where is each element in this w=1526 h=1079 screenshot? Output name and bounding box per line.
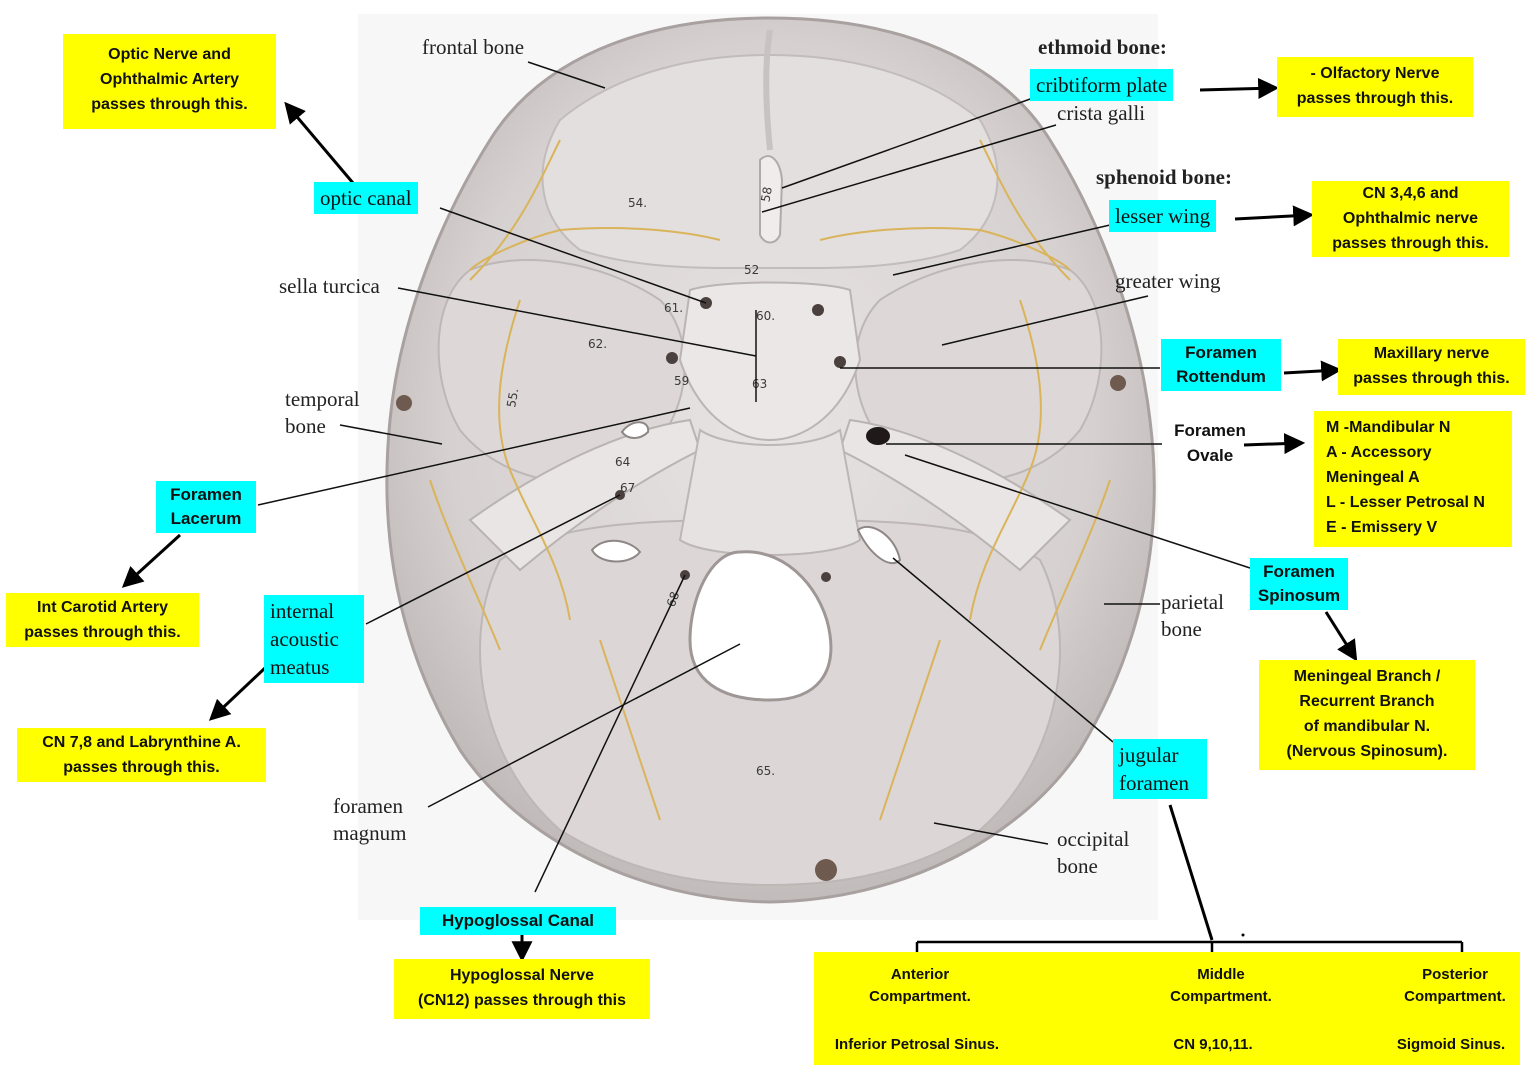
highlight-lesser-wing: lesser wing [1109,200,1217,232]
optic-canal-right-hole [812,304,824,316]
petrous-ridge-right [838,418,1072,572]
label-frontal-bone: frontal bone [422,35,525,59]
compartment-posterior-content: Sigmoid Sinus. [1396,1036,1506,1053]
label-foramen-ovale: Foramen Ovale [1174,421,1246,465]
note-acoustic: CN 7,8 and Labrynthine A. passes through… [17,728,266,782]
highlight-foramen-spinosum: Foramen Spinosum [1250,558,1348,610]
label-parietal-bone: parietal bone [1161,590,1224,641]
highlight-foramen-rotundum: Foramen Rottendum [1161,339,1281,391]
highlight-hypoglossal-canal: Hypoglossal Canal [420,907,616,935]
note-optic: Optic Nerve and Ophthalmic Artery passes… [63,34,276,129]
specimen-mark: 58 [758,186,774,203]
specimen-mark: 62. [588,337,607,351]
highlight-jugular-foramen: jugular foramen [1113,739,1207,799]
highlight-optic-canal: optic canal [314,182,418,214]
label-crista-galli: crista galli [1057,101,1146,125]
highlight-cribriform-plate: cribtiform plate [1030,69,1174,101]
ovale-right-hole [866,427,890,445]
note-ovale: M -Mandibular N A - Accessory Meningeal … [1314,411,1512,547]
peg-hole-bottom [815,859,837,881]
note-lesser-wing: CN 3,4,6 and Ophthalmic nerve passes thr… [1312,181,1509,257]
specimen-mark: 64 [615,455,630,469]
rotundum-right-hole [834,356,846,368]
label-sphenoid-bone: sphenoid bone: [1096,165,1232,189]
rotundum-left-hole [666,352,678,364]
specimen-mark: 55. [504,387,521,408]
foramen-magnum-hole [688,550,833,702]
peg-hole-right [1110,375,1126,391]
note-lacerum: Int Carotid Artery passes through this. [6,593,199,647]
clivus [678,428,862,556]
specimen-mark: 65. [756,764,775,778]
highlight-internal-acoustic-meatus: internal acoustic meatus [264,595,364,683]
compartment-anterior-name: Anterior Compartment. [869,966,971,1005]
specimen-mark: 60. [756,309,775,323]
label-sella-turcica: sella turcica [279,274,380,298]
stray-dot [1241,933,1245,937]
condylar-hole [821,572,831,582]
specimen-mark: 54. [628,196,647,210]
suture-lines [429,139,1111,821]
label-temporal-bone: temporal bone [285,387,360,438]
note-hypoglossal: Hypoglossal Nerve (CN12) passes through … [394,959,650,1019]
label-occipital-bone: occipital bone [1057,827,1130,878]
peg-hole-left [396,395,412,411]
petrous-ridge-left [468,418,702,572]
label-ethmoid-bone: ethmoid bone: [1038,35,1167,59]
specimen-mark: 67 [620,481,635,495]
specimen-mark: 59 [674,374,689,388]
compartment-middle-name: Middle Compartment. [1170,966,1272,1005]
label-greater-wing: greater wing [1115,269,1221,293]
specimen-mark: 63 [752,377,767,391]
sella-region [678,281,862,442]
compartment-middle-content: CN 9,10,11. [1173,1036,1253,1053]
crista-galli-shape [759,155,784,244]
specimen-mark: 52 [744,263,759,277]
jugular-right-hole [856,525,902,565]
leader-lines [257,61,1251,893]
jugular-compartments-panel [814,952,1520,1065]
label-foramen-magnum: foramen magnum [333,794,407,845]
jugular-left-hole [590,539,642,563]
note-spinosum: Meningeal Branch / Recurrent Branch of m… [1259,660,1475,770]
lacerum-left-hole [620,421,650,439]
specimen-mark: 61. [664,301,683,315]
compartment-anterior-content: Inferior Petrosal Sinus. [834,1036,1000,1053]
note-rotundum: Maxillary nerve passes through this. [1338,339,1525,395]
highlight-foramen-lacerum: Foramen Lacerum [156,481,256,533]
note-olfactory: - Olfactory Nerve passes through this. [1277,57,1473,117]
compartment-posterior-name: Posterior Compartment. [1404,966,1506,1005]
frontal-crest [763,29,773,151]
